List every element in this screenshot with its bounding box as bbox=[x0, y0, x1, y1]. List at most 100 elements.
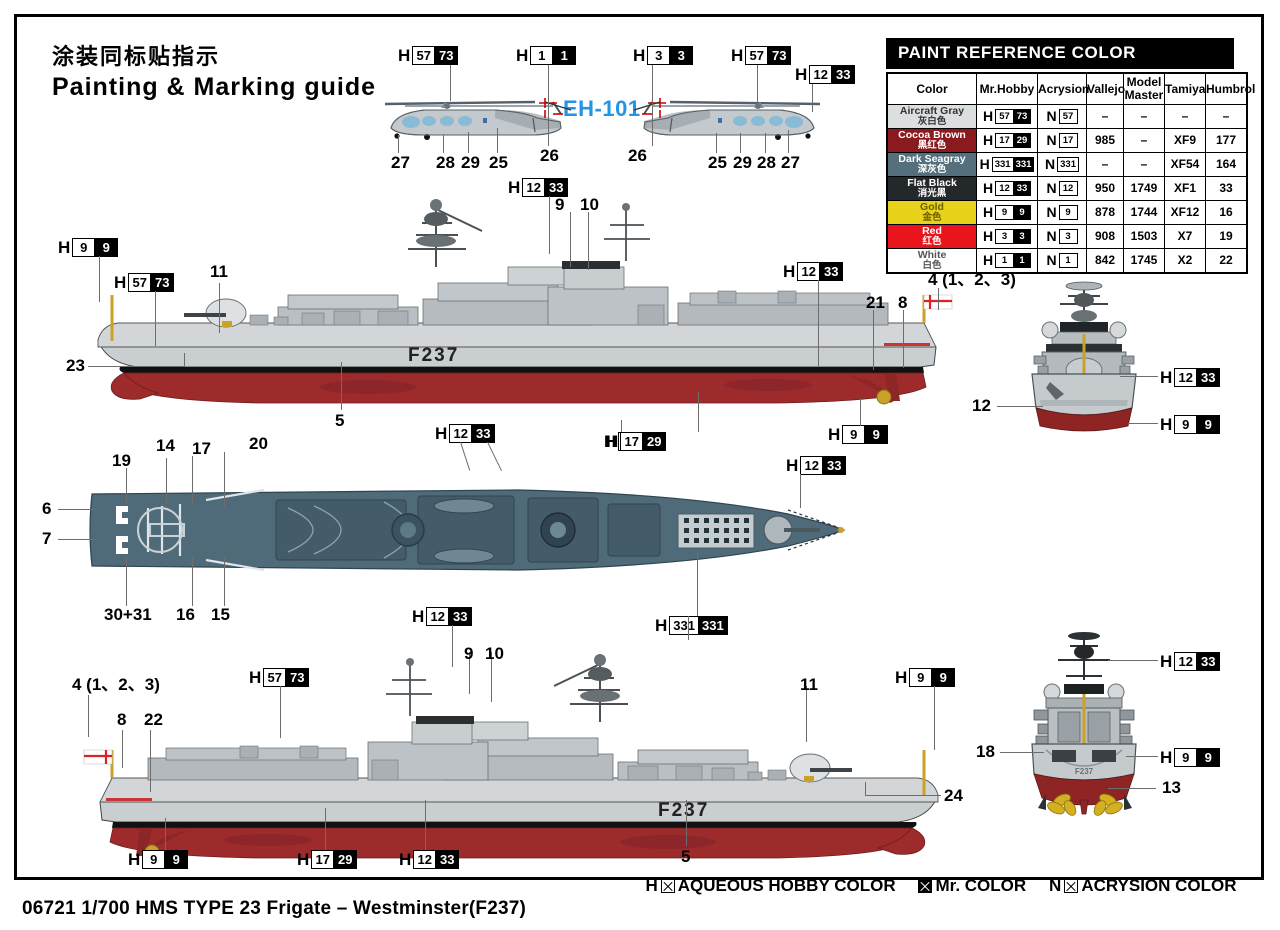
leader-line bbox=[280, 686, 282, 738]
humbrol-value-4: 16 bbox=[1205, 200, 1248, 225]
vallejo-value-6: 842 bbox=[1086, 248, 1124, 274]
chip-white-value: 9 bbox=[996, 206, 1014, 219]
chip-black-value: 331 bbox=[698, 617, 727, 634]
chip-black-value: 29 bbox=[1013, 134, 1031, 147]
chip-prefix: H bbox=[114, 273, 127, 292]
callout-23-top: 23 bbox=[66, 356, 85, 375]
chip-box: 9 9 bbox=[909, 668, 956, 687]
chip-prefix: N bbox=[1046, 108, 1057, 125]
chip-box: 12 33 bbox=[809, 65, 856, 84]
chip-prefix: N bbox=[1046, 180, 1057, 197]
chip-white-value: 331 bbox=[992, 158, 1013, 171]
chip-prefix: H bbox=[828, 425, 841, 444]
chip-black-value: 73 bbox=[151, 274, 174, 291]
leader-line bbox=[938, 288, 940, 310]
chip-prefix: H bbox=[982, 252, 994, 269]
leader-line bbox=[192, 556, 194, 606]
chip-white-value: 12 bbox=[1175, 653, 1198, 670]
chip-prefix: H bbox=[731, 46, 744, 65]
paint-name-cn: 黑红色 bbox=[917, 140, 947, 152]
chip-box: 3 3 bbox=[647, 46, 694, 65]
chip-prefix: H bbox=[249, 668, 262, 687]
callout-29-right: 29 bbox=[733, 153, 752, 172]
callout-4-top: 4 (1、2、3) bbox=[928, 270, 1016, 289]
chip-white-value: 57 bbox=[413, 47, 436, 64]
leader-line bbox=[716, 133, 718, 153]
chip-white-value: 57 bbox=[1059, 110, 1077, 123]
chip-box: 9 9 bbox=[142, 850, 189, 869]
humbrol-value-6: 22 bbox=[1205, 248, 1248, 274]
leader-line bbox=[224, 452, 226, 507]
tamiya-value-6: X2 bbox=[1164, 248, 1206, 274]
chip-prefix: N bbox=[1046, 204, 1057, 221]
leader-line bbox=[818, 280, 820, 366]
paint-chip-bot-h9-9: H 9 9 bbox=[895, 668, 956, 687]
chip-box: 3 bbox=[1058, 229, 1078, 244]
chip-white-value: 9 bbox=[910, 669, 933, 686]
leader-line bbox=[1108, 660, 1158, 662]
callout-19-plan: 19 bbox=[112, 451, 131, 470]
chip-prefix: N bbox=[1046, 252, 1057, 269]
paint-chip-h3-3: H 3 3 bbox=[633, 46, 694, 65]
paint-name-cn: 白色 bbox=[922, 260, 942, 272]
leader-line bbox=[468, 132, 470, 153]
callout-28-right: 28 bbox=[757, 153, 776, 172]
leader-line bbox=[166, 458, 168, 504]
chip-prefix: H bbox=[1160, 748, 1173, 767]
leader-line bbox=[1000, 752, 1044, 754]
chip-white-value: 3 bbox=[1059, 230, 1077, 243]
model-master-value-3: 1749 bbox=[1123, 176, 1165, 201]
chip-box: 12 bbox=[1058, 181, 1078, 196]
chip-box: 12 33 bbox=[522, 178, 569, 197]
col-header-vallejo: Vallejo bbox=[1086, 72, 1125, 105]
leader-line bbox=[806, 686, 808, 742]
callout-20-plan: 20 bbox=[249, 434, 268, 453]
chip-white-value: 9 bbox=[843, 426, 866, 443]
leader-line bbox=[122, 730, 124, 768]
chip-prefix: H bbox=[633, 46, 646, 65]
callout-16-plan: 16 bbox=[176, 605, 195, 624]
chip-prefix: H bbox=[783, 262, 796, 281]
paint-chip-plan-h331-331: H 331 331 bbox=[655, 616, 728, 635]
cross-box-filled-icon bbox=[918, 879, 933, 893]
leader-line bbox=[903, 310, 905, 368]
leader-line bbox=[873, 310, 875, 370]
chip-box: 331 bbox=[1057, 157, 1079, 172]
chip-black-value: 3 bbox=[670, 47, 693, 64]
chip-box: 1 1 bbox=[530, 46, 577, 65]
leader-line bbox=[765, 133, 767, 153]
leader-line bbox=[341, 362, 343, 410]
chip-prefix: H bbox=[508, 178, 521, 197]
leader-line bbox=[1128, 423, 1158, 425]
svg-text:F237: F237 bbox=[408, 345, 459, 366]
callout-27-left: 27 bbox=[391, 153, 410, 172]
paint-reference-title: PAINT REFERENCE COLOR bbox=[886, 38, 1234, 69]
chip-prefix: H bbox=[1160, 368, 1173, 387]
leader-line bbox=[865, 795, 941, 797]
paint-chip-top-h12-33: H 12 33 bbox=[508, 178, 569, 197]
paint-reference-table: PAINT REFERENCE COLOR Color Mr.Hobby Acr… bbox=[886, 38, 1255, 274]
callout-17-plan: 17 bbox=[192, 439, 211, 458]
chip-white-value: 331 bbox=[1058, 158, 1078, 171]
chip-white-value: 12 bbox=[801, 457, 824, 474]
leader-line bbox=[150, 730, 152, 792]
callout-30-31-plan: 30+31 bbox=[104, 605, 152, 624]
leader-line bbox=[697, 552, 699, 616]
helicopter-left-illustration bbox=[384, 98, 572, 140]
